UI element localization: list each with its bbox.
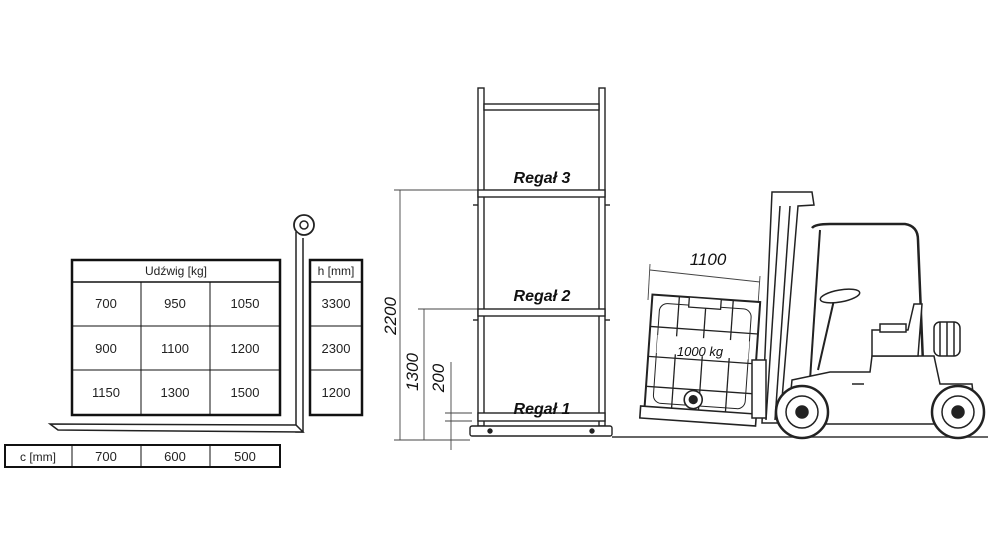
center-cell: 600	[164, 449, 186, 464]
capacity-cell: 1500	[231, 385, 260, 400]
dimension-200: 200	[429, 363, 448, 393]
height-cell: 1200	[322, 385, 351, 400]
capacity-table: Udźwig [kg] 700 950 1050 900 1100 1200 1…	[70, 258, 282, 417]
capacity-header: Udźwig [kg]	[145, 264, 207, 278]
rack-drawing	[469, 87, 613, 437]
load-weight-label: 1000 kg	[677, 344, 724, 359]
center-cell: 700	[95, 449, 117, 464]
height-cell: 3300	[322, 296, 351, 311]
height-cell: 2300	[322, 341, 351, 356]
height-table: h [mm] 3300 2300 1200	[308, 258, 364, 417]
shelf-label-1: Regał 1	[514, 401, 571, 418]
rack-dimension-lines	[394, 189, 478, 450]
capacity-cell: 1050	[231, 296, 260, 311]
height-header: h [mm]	[318, 264, 355, 278]
load-dimension	[647, 263, 761, 306]
load-width-label: 1100	[690, 250, 727, 269]
fork-drawing	[47, 214, 315, 433]
capacity-table-border	[70, 258, 282, 417]
capacity-cell: 950	[164, 296, 186, 311]
forklift-drawing	[751, 191, 986, 440]
capacity-cell: 900	[95, 341, 117, 356]
capacity-cell: 1300	[161, 385, 190, 400]
capacity-cell: 1200	[231, 341, 260, 356]
capacity-cell: 1150	[92, 385, 120, 400]
capacity-cell: 1100	[161, 341, 189, 356]
ibc-container	[638, 293, 762, 427]
shelf-label-3: Regał 3	[514, 170, 571, 187]
capacity-cell: 700	[95, 296, 117, 311]
center-header: c [mm]	[20, 450, 56, 464]
center-table: c [mm] 700 600 500	[4, 444, 281, 468]
dimension-2200: 2200	[381, 297, 400, 336]
shelf-label-2: Regał 2	[514, 288, 571, 305]
dimension-1300: 1300	[403, 353, 422, 391]
center-cell: 500	[234, 449, 256, 464]
